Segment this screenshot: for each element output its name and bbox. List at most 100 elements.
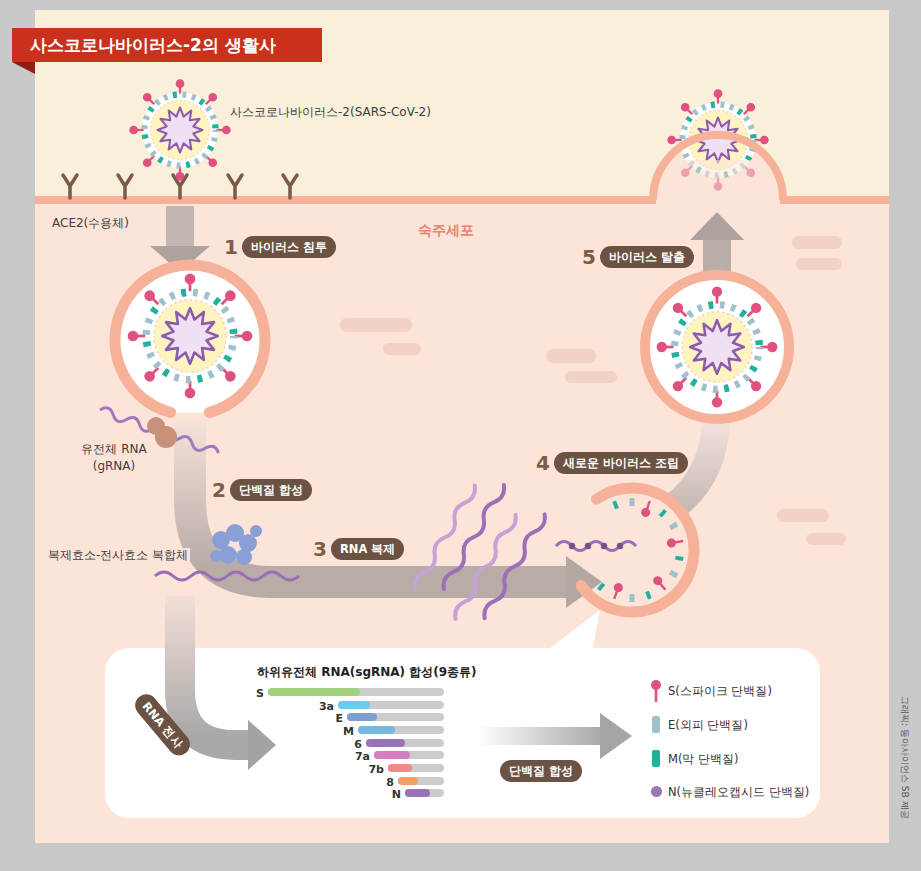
assembly-vesicle-part (645, 591, 651, 600)
organelles-part (383, 343, 421, 355)
assembly-vesicle-part (630, 498, 635, 506)
sgrna-bars-part (358, 726, 444, 734)
assembly-vesicle-part (601, 543, 607, 549)
callout-number: 5 (582, 246, 596, 268)
label-holder: 7a (355, 748, 370, 764)
step-node: 2단백질 합성 (212, 479, 312, 501)
legend-pin-part (655, 688, 658, 702)
legend-swatch (652, 750, 660, 767)
ace2-receptors-part (283, 175, 297, 198)
text-label: 복제효소-전사효소 복합체 (46, 548, 190, 562)
legend-dot (651, 786, 662, 797)
assembly-vesicle-part (651, 574, 669, 592)
bar-label: N (392, 788, 401, 801)
replicated-rna (409, 471, 551, 634)
step-node: 4새로운 바이러스 조립 (536, 452, 688, 474)
legend-text: S(스파이크 단백질) (668, 684, 772, 698)
exit-vesicle (645, 275, 789, 419)
assembly-vesicle-part (617, 543, 623, 549)
organelles-part (806, 533, 846, 545)
panel-pointer (545, 610, 600, 652)
synthesis-arrow-part (478, 727, 602, 745)
label-holder: 3a (319, 698, 334, 714)
assembly-vesicle-part-part (651, 574, 664, 587)
label-holder: M (343, 723, 354, 739)
label-holder: 복제효소-전사효소 복합체 (46, 546, 190, 563)
banner-fold (12, 62, 35, 74)
organelles-part (792, 236, 842, 249)
budding-virus-part (662, 160, 774, 196)
assembly-vesicle-part-part (597, 582, 605, 591)
exit-arrow (690, 212, 744, 276)
step-node: 3RNA 복제 (313, 538, 404, 560)
assembly-vesicle-part-part (640, 507, 652, 519)
assembly-vesicle (556, 488, 694, 612)
budding-virus (653, 89, 783, 206)
callout-number: 4 (536, 452, 550, 474)
sgrna-bars (268, 688, 444, 797)
sgrna-bars-part (366, 739, 444, 747)
assembly-vesicle-part-part (675, 556, 684, 561)
step-label: RNA 복제 (331, 538, 404, 560)
bar-label: E (335, 712, 343, 725)
sgrna-bars-part (338, 701, 444, 709)
label-holder: 7b (368, 761, 384, 777)
flow-band-part (190, 420, 566, 582)
label-holder: S (256, 685, 264, 701)
label-holder: 그래픽: 동아사이언스 SB 제공 (898, 696, 914, 819)
replicase-complex-part (155, 572, 299, 580)
bar-label: 8 (386, 776, 394, 789)
sgrna-bars-part (374, 751, 444, 759)
assembly-vesicle-part (610, 582, 624, 601)
sgrna-bars-part (338, 701, 370, 709)
entry-arrow-part (166, 206, 194, 248)
assembly-vesicle-part-part (630, 594, 635, 602)
sgrna-bars-part (268, 688, 360, 696)
sgrna-bars-part (405, 789, 444, 797)
label-holder: 6 (354, 736, 362, 752)
step-label: 단백질 합성 (230, 479, 312, 501)
bar-label: 7b (368, 763, 384, 776)
budding-virus-part (653, 135, 783, 200)
replicated-rna-part (452, 513, 519, 621)
organelles-part (777, 509, 829, 522)
legend-text: N(뉴클레오캡시드 단백질) (668, 785, 809, 799)
assembly-vesicle-part (669, 522, 678, 530)
sgrna-bars-part (268, 688, 444, 696)
step-label: RNA 전사 (131, 690, 195, 760)
entry-vesicle (115, 265, 265, 412)
text-label: 유전체 RNA (gRNA) (81, 442, 146, 473)
exit-arrow-part (690, 212, 744, 240)
synthesis-arrow-part (600, 713, 632, 759)
step-node: 1바이러스 침투 (224, 236, 336, 258)
legend-holder: E(외피 단백질) (668, 716, 748, 733)
synthesis-arrow (478, 713, 632, 759)
label-holder: E (335, 710, 343, 726)
text-label: 숙주세포 (418, 222, 474, 238)
transcription-arrow-part (180, 596, 248, 745)
title-banner: 사스코로나바이러스-2의 생활사 (12, 28, 322, 62)
text-label: 사스코로나바이러스-2(SARS-CoV-2) (230, 105, 431, 119)
assembly-vesicle-part (612, 500, 618, 509)
exit-vesicle-part (645, 275, 789, 419)
sgrna-bars-part (398, 777, 418, 785)
assembly-vesicle-part (569, 543, 575, 549)
organelles-part (565, 371, 617, 383)
step-label: 바이러스 탈출 (600, 246, 694, 268)
genomic-rna-part (155, 426, 177, 448)
assembly-vesicle-part (675, 556, 684, 561)
text-label: 하위유전체 RNA(sgRNA) 합성(9종류) (257, 665, 477, 679)
label-holder: 8 (386, 774, 394, 790)
assembly-vesicle-part-part (612, 500, 618, 509)
replicase-complex-part-part (210, 550, 222, 562)
sgrna-bars-part (388, 764, 412, 772)
step-node: 단백질 합성 (500, 760, 582, 782)
callout-number: 1 (224, 236, 238, 258)
assembly-vesicle-part-part (630, 498, 635, 506)
sgrna-bars-part (374, 751, 410, 759)
sgrna-bars-part (366, 739, 405, 747)
exit-vesicle-part (657, 287, 778, 408)
bar-label: 6 (354, 738, 362, 751)
callout-number: 2 (212, 479, 226, 501)
